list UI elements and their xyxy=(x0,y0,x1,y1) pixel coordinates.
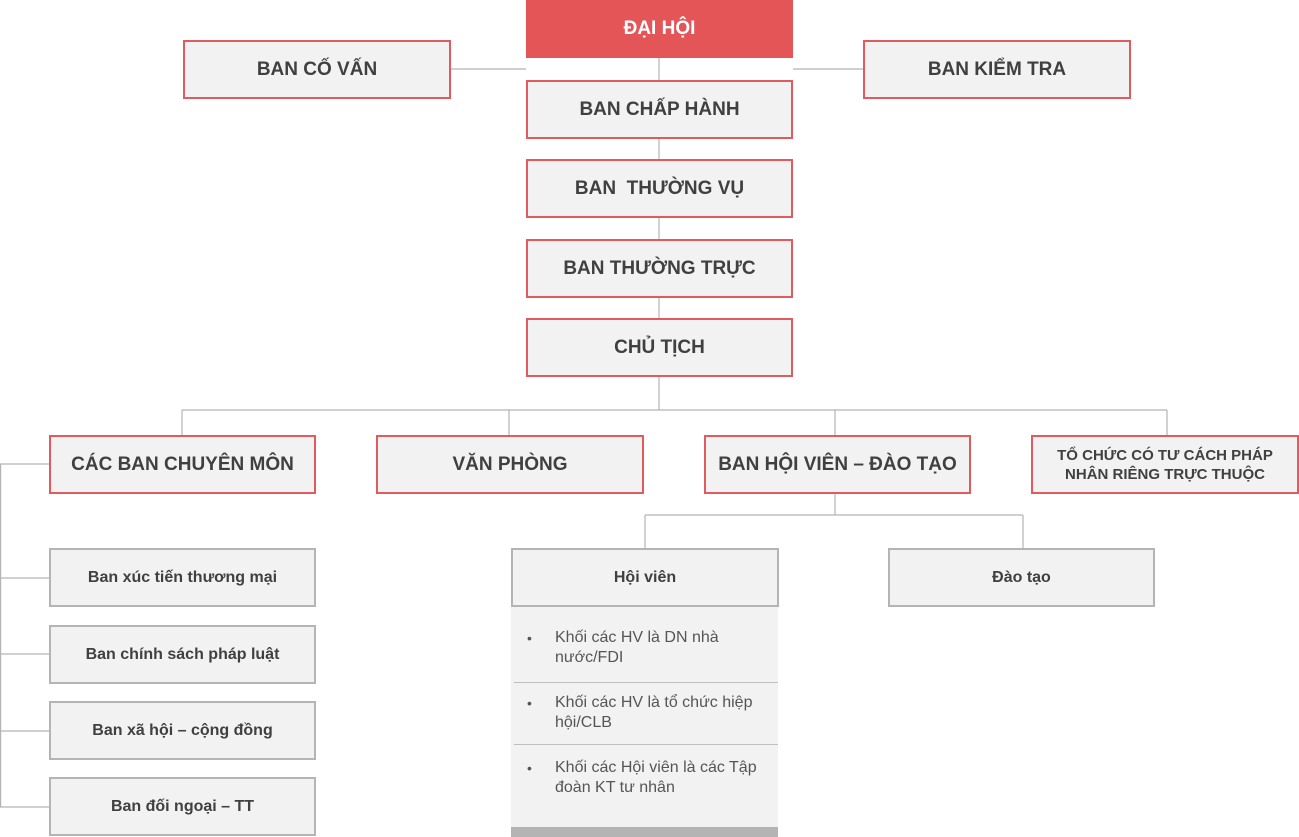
node-chu-tich-label: CHỦ TỊCH xyxy=(614,336,705,358)
list-divider xyxy=(514,744,778,745)
node-ban-thuong-vu-label: BAN THƯỜNG VỤ xyxy=(574,177,745,199)
node-dao-tao: Đào tạo xyxy=(888,548,1155,607)
node-ban-thuong-truc: BAN THƯỜNG TRỰC xyxy=(526,239,793,298)
node-cac-ban-chuyen-mon: CÁC BAN CHUYÊN MÔN xyxy=(49,435,316,494)
bullet-icon: • xyxy=(527,760,532,776)
node-hoi-vien: Hội viên xyxy=(511,548,779,607)
node-ban-thuong-truc-label: BAN THƯỜNG TRỰC xyxy=(563,257,756,279)
node-cac-ban-chuyen-mon-label: CÁC BAN CHUYÊN MÔN xyxy=(71,453,294,475)
node-ban-kiem-tra: BAN KIỂM TRA xyxy=(863,40,1131,99)
node-ban-doi-ngoai: Ban đối ngoại – TT xyxy=(49,777,316,836)
node-hoi-vien-label: Hội viên xyxy=(613,568,677,586)
node-chu-tich: CHỦ TỊCH xyxy=(526,318,793,377)
node-ban-co-van: BAN CỐ VẤN xyxy=(183,40,451,99)
member-group-text: Khối các HV là DN nhà nước/FDI xyxy=(555,629,719,666)
bullet-icon: • xyxy=(527,695,532,711)
node-ban-xa-hoi: Ban xã hội – cộng đồng xyxy=(49,701,316,760)
node-ban-co-van-label: BAN CỐ VẤN xyxy=(256,58,378,80)
node-to-chuc-line-1: TỔ CHỨC CÓ TƯ CÁCH PHÁP xyxy=(1057,446,1273,464)
member-groups-list: • Khối các HV là DN nhà nước/FDI • Khối … xyxy=(511,607,778,837)
node-to-chuc-line-2: NHÂN RIÊNG TRỰC THUỘC xyxy=(1065,465,1265,483)
node-ban-hoi-vien-dao-tao: BAN HỘI VIÊN – ĐÀO TẠO xyxy=(704,435,971,494)
node-ban-xuc-tien: Ban xúc tiến thương mại xyxy=(49,548,316,607)
node-ban-thuong-vu: BAN THƯỜNG VỤ xyxy=(526,159,793,218)
node-dai-hoi: ĐẠI HỘI xyxy=(526,0,793,58)
node-ban-xuc-tien-label: Ban xúc tiến thương mại xyxy=(87,568,278,586)
node-van-phong: VĂN PHÒNG xyxy=(376,435,644,494)
node-dai-hoi-label: ĐẠI HỘI xyxy=(623,18,696,39)
bullet-icon: • xyxy=(527,630,532,646)
node-ban-xa-hoi-label: Ban xã hội – cộng đồng xyxy=(92,721,273,739)
member-group-text: Khối các HV là tổ chức hiệp hội/CLB xyxy=(555,694,753,731)
node-dao-tao-label: Đào tạo xyxy=(992,568,1051,586)
list-divider xyxy=(514,682,778,683)
node-ban-chinh-sach: Ban chính sách pháp luật xyxy=(49,625,316,684)
node-ban-kiem-tra-label: BAN KIỂM TRA xyxy=(927,58,1067,80)
list-bottom-bar xyxy=(511,827,778,837)
node-ban-chap-hanh-label: BAN CHẤP HÀNH xyxy=(579,98,740,120)
node-ban-chap-hanh: BAN CHẤP HÀNH xyxy=(526,80,793,139)
node-to-chuc-truc-thuoc: TỔ CHỨC CÓ TƯ CÁCH PHÁP NHÂN RIÊNG TRỰC … xyxy=(1031,435,1299,494)
node-ban-doi-ngoai-label: Ban đối ngoại – TT xyxy=(110,797,255,815)
node-van-phong-label: VĂN PHÒNG xyxy=(452,453,568,475)
member-group-item: • Khối các HV là DN nhà nước/FDI xyxy=(511,628,778,668)
node-ban-chinh-sach-label: Ban chính sách pháp luật xyxy=(85,645,280,663)
member-group-item: • Khối các Hội viên là các Tập đoàn KT t… xyxy=(511,758,778,798)
member-group-item: • Khối các HV là tổ chức hiệp hội/CLB xyxy=(511,693,778,733)
node-ban-hoi-vien-dao-tao-label: BAN HỘI VIÊN – ĐÀO TẠO xyxy=(718,453,957,475)
member-group-text: Khối các Hội viên là các Tập đoàn KT tư … xyxy=(555,759,757,796)
